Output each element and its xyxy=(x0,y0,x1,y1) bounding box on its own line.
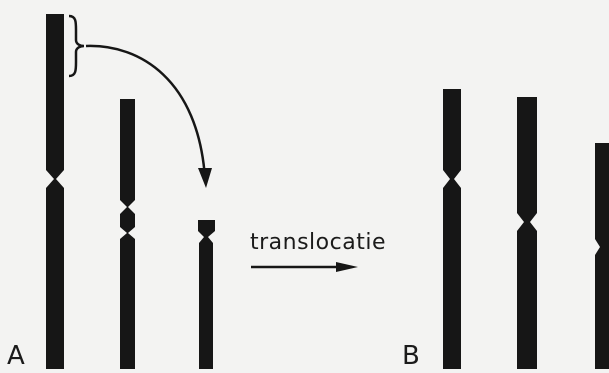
segment-brace xyxy=(68,14,85,78)
chromosome-a3 xyxy=(198,220,215,369)
chromosome-a2 xyxy=(120,99,135,369)
chromosome-b3 xyxy=(595,143,609,369)
translocation-curve-arrow xyxy=(85,44,207,179)
panel-label-b: B xyxy=(402,341,420,371)
translocation-arrowhead xyxy=(336,262,358,272)
chromosome-a1 xyxy=(46,14,64,369)
translocation-label: translocatie xyxy=(250,230,386,255)
panel-label-a: A xyxy=(7,341,25,371)
chromosome-b1 xyxy=(443,89,461,369)
curve-arrowhead xyxy=(198,168,212,188)
chromosome-b2 xyxy=(517,97,537,369)
